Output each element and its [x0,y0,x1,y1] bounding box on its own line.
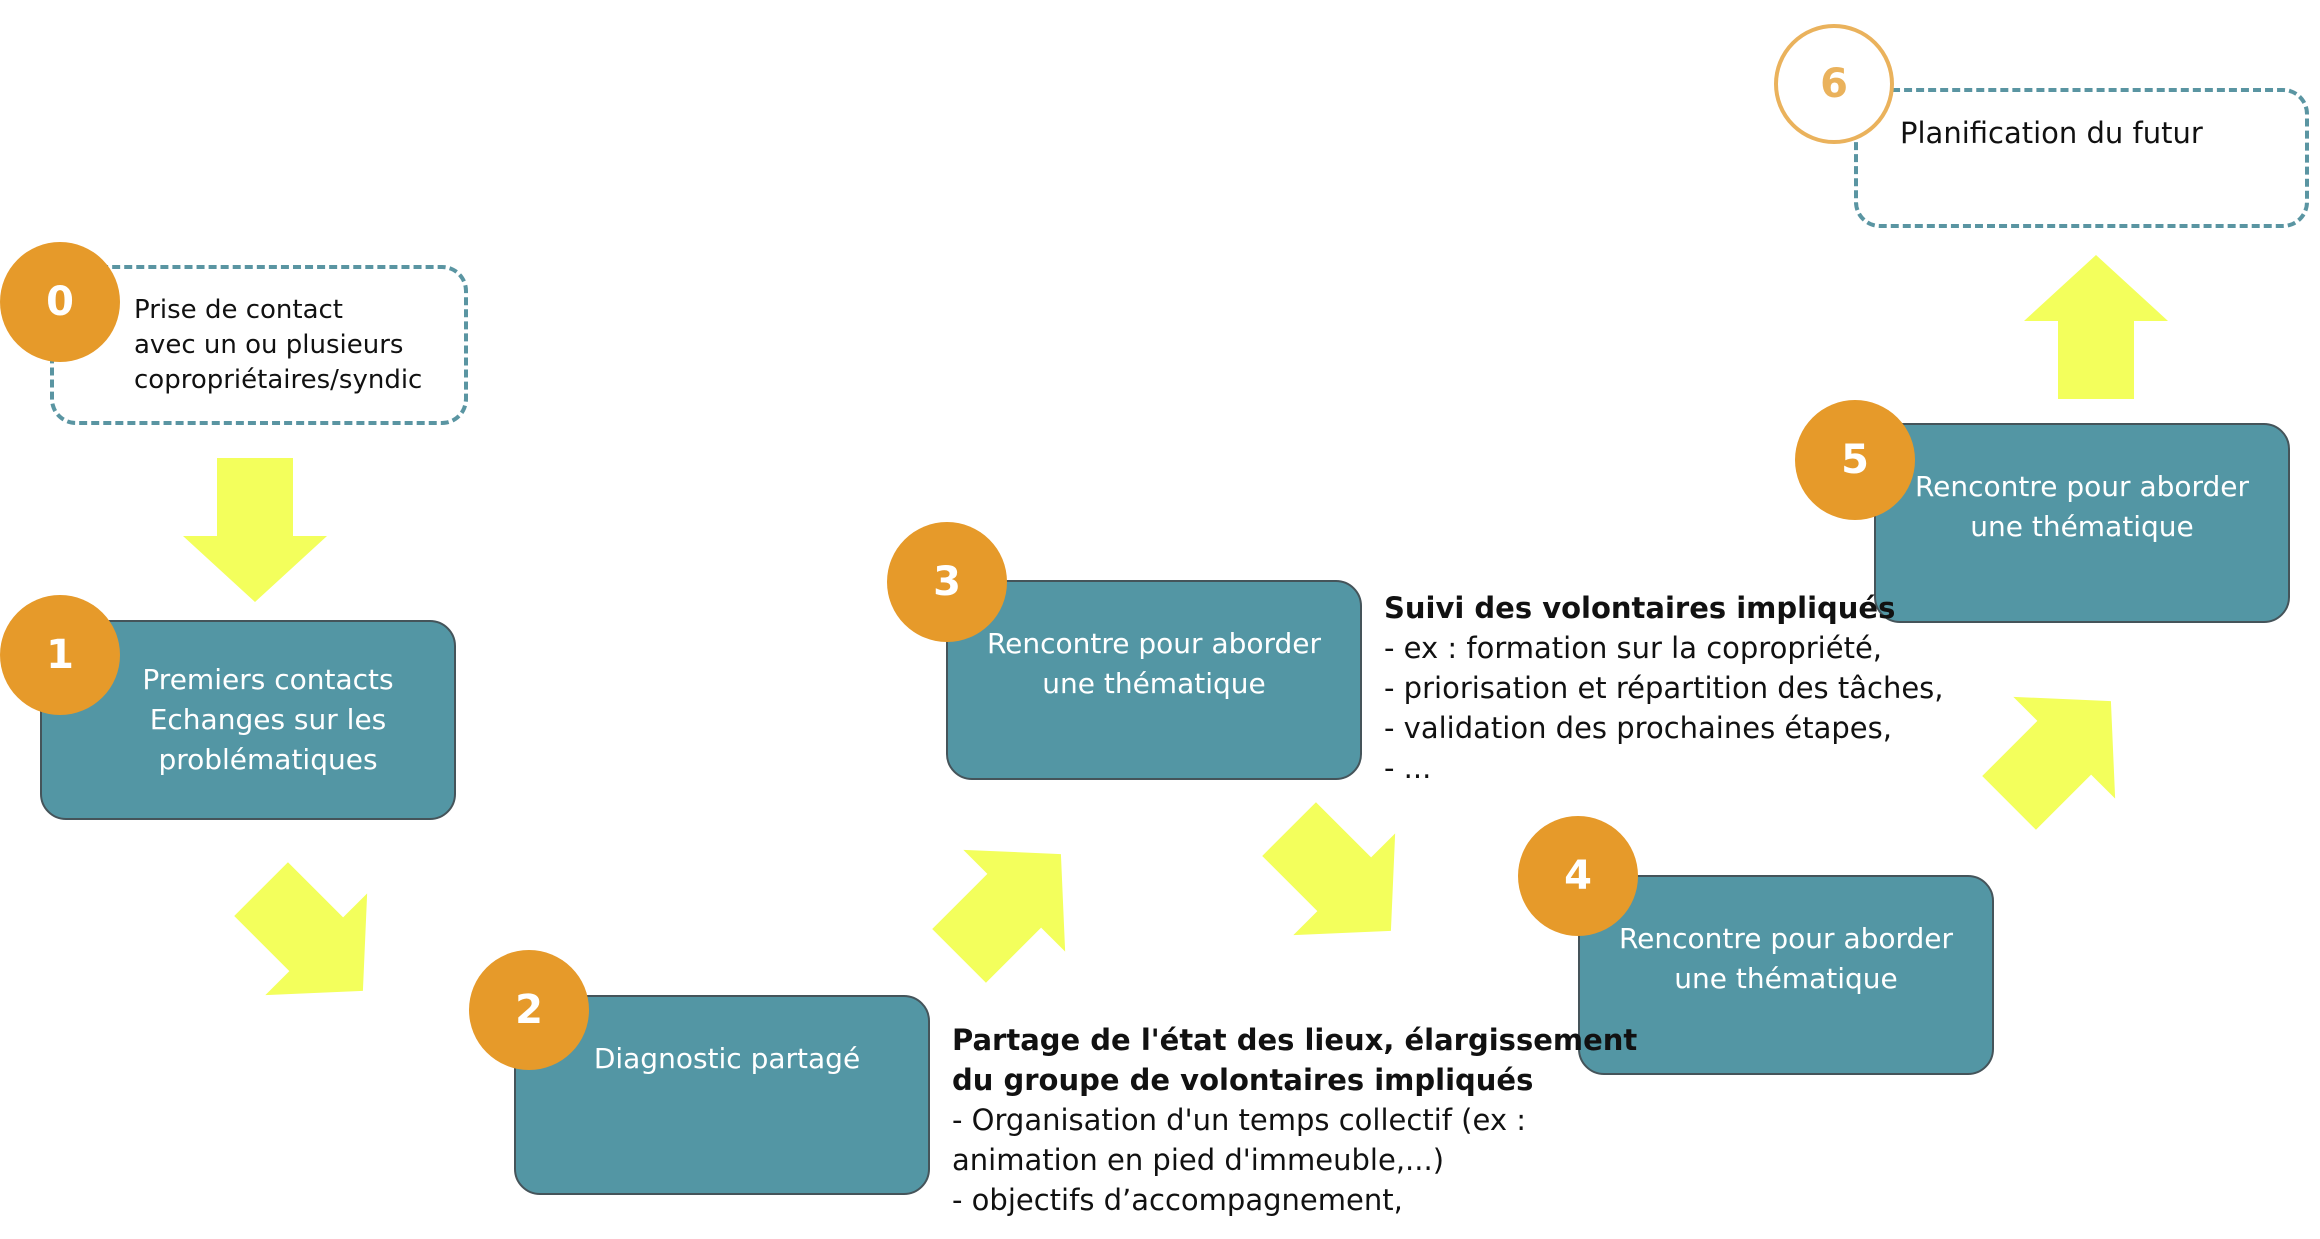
step-1-number: 1 [0,595,120,715]
step-5-line: Rencontre pour aborder [1914,470,2250,503]
step-4-box: Rencontre pour aborder une thématique [1578,875,1994,1075]
step-5-box: Rencontre pour aborder une thématique [1874,423,2290,623]
step-3-text: Rencontre pour aborder une thématique [987,624,1321,704]
step-3-box: Rencontre pour aborder une thématique [946,580,1362,780]
step-0-line: Prise de contact [134,294,344,325]
step-1-line: Premiers contacts [142,663,394,696]
step-0-box: Prise de contact avec un ou plusieurs co… [50,265,468,425]
step-3-note-line: - ex : formation sur la copropriété, [1384,631,1882,665]
step-2-note-line: - Organisation d'un temps collectif (ex … [952,1103,1526,1137]
step-3-note-line: - validation des prochaines étapes, [1384,711,1892,745]
step-5-number: 5 [1795,400,1915,520]
step-6-number: 6 [1774,24,1894,144]
step-2-text: Diagnostic partagé [594,1039,860,1079]
arrow-1-to-2 [234,862,368,996]
step-6-text: Planification du futur [1900,116,2203,151]
step-1-line: problématiques [158,743,378,776]
arrow-2-to-3 [932,849,1066,983]
step-0-line: avec un ou plusieurs [134,329,404,360]
step-2-note-line: animation en pied d'immeuble,...) [952,1143,1445,1177]
step-0-number: 0 [0,242,120,362]
step-1-line: Echanges sur les [149,703,387,736]
step-5-line: une thématique [1970,510,2194,543]
arrow-4-to-5 [1982,696,2116,830]
step-2-note-title: Partage de l'état des lieux, élargisseme… [952,1023,1638,1057]
step-2-note: Partage de l'état des lieux, élargisseme… [952,1020,1637,1220]
step-3-line: Rencontre pour aborder [986,627,1322,660]
step-0-text: Prise de contact avec un ou plusieurs co… [134,293,422,398]
step-6-line: Planification du futur [1900,116,2203,150]
step-2-box: Diagnostic partagé [514,995,930,1195]
step-4-number: 4 [1518,816,1638,936]
step-1-box: Premiers contacts Echanges sur les probl… [40,620,456,820]
step-3-note-line: - priorisation et répartition des tâches… [1384,671,1944,705]
step-3-note-title: Suivi des volontaires impliqués [1384,591,1896,625]
arrow-5-to-6 [2024,255,2168,399]
step-2-number: 2 [469,950,589,1070]
arrow-0-to-1 [183,458,327,602]
step-5-text: Rencontre pour aborder une thématique [1915,467,2249,547]
step-3-note-line: - ... [1384,751,1432,785]
step-4-line: Rencontre pour aborder [1618,922,1954,955]
step-3-line: une thématique [1042,667,1266,700]
step-2-line: Diagnostic partagé [593,1042,861,1075]
step-2-note-line: - objectifs d’accompagnement, [952,1183,1403,1217]
step-4-text: Rencontre pour aborder une thématique [1619,919,1953,999]
step-4-line: une thématique [1674,962,1898,995]
step-3-note: Suivi des volontaires impliqués - ex : f… [1384,588,1944,788]
step-0-line: copropriétaires/syndic [134,364,423,395]
arrow-3-to-4 [1262,802,1396,936]
step-3-number: 3 [887,522,1007,642]
step-1-text: Premiers contacts Echanges sur les probl… [142,660,393,780]
step-6-box: Planification du futur [1854,88,2309,228]
step-2-note-title: du groupe de volontaires impliqués [952,1063,1534,1097]
